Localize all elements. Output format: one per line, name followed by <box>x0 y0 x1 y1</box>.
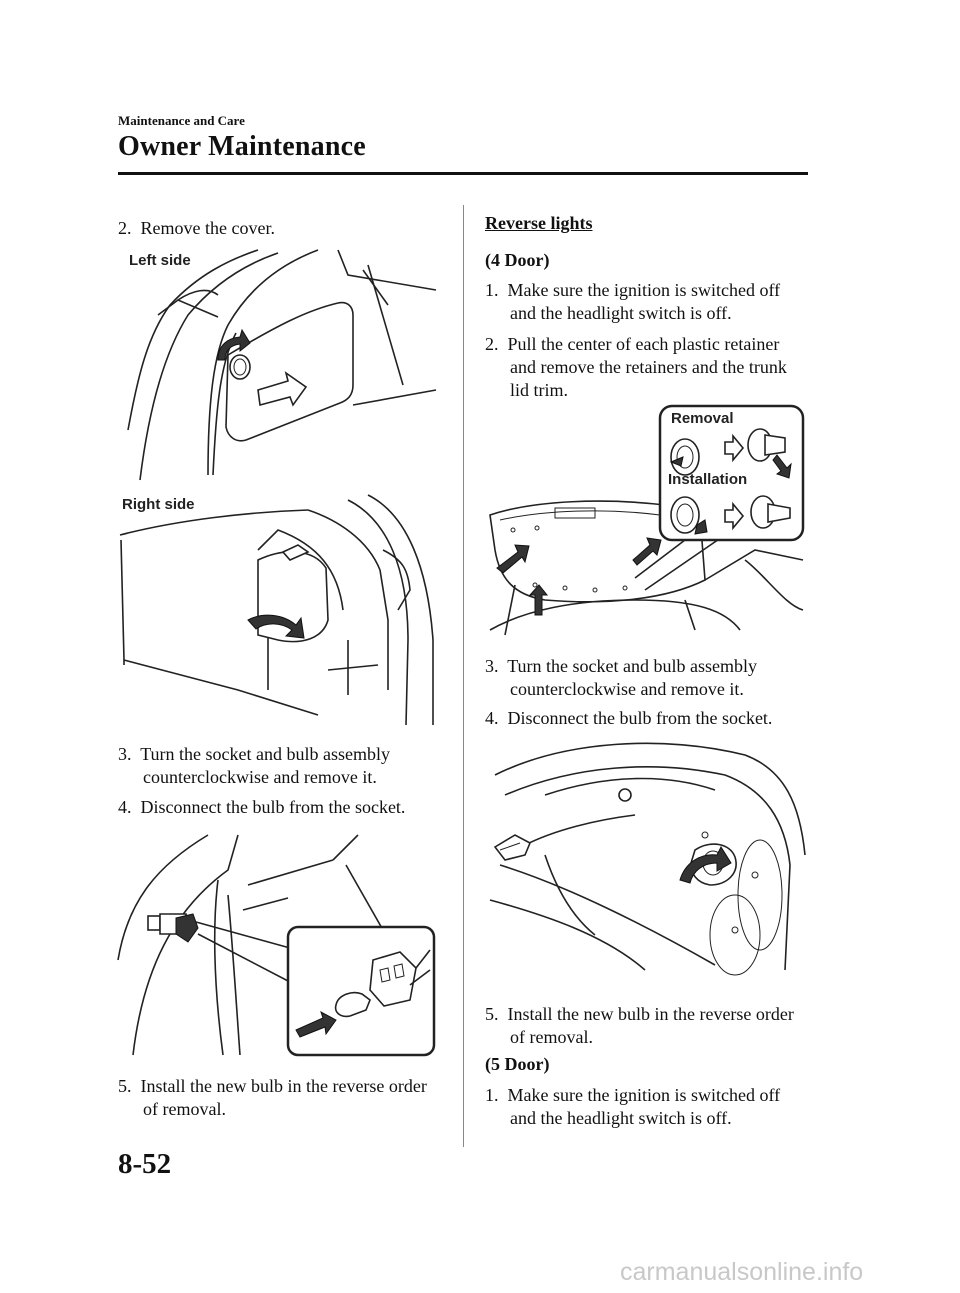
header-rule <box>118 172 808 175</box>
step-text: Make sure the ignition is switched off <box>507 280 781 300</box>
left-step-2: 2. Remove the cover. <box>118 217 458 240</box>
step-text-cont: and the headlight switch is off. <box>510 303 732 323</box>
step-text-cont: lid trim. <box>510 380 568 400</box>
step-text: Turn the socket and bulb assembly <box>140 744 390 764</box>
step-text: Pull the center of each plastic retainer <box>507 334 780 354</box>
step-number: 5. <box>118 1076 132 1096</box>
left-side-cover-illustration <box>127 249 437 481</box>
figure-label-right-side: Right side <box>122 496 195 513</box>
page-number: 8-52 <box>118 1148 172 1180</box>
step-text-cont: of removal. <box>143 1099 226 1119</box>
section-label: Maintenance and Care <box>118 113 245 128</box>
step-number: 2. <box>485 334 499 354</box>
step-text: Remove the cover. <box>140 218 275 238</box>
step-text-cont: and remove the retainers and the trunk <box>510 357 787 377</box>
step-text: Turn the socket and bulb assembly <box>507 656 757 676</box>
figure-label-removal: Removal <box>671 410 734 427</box>
trunk-lid-retainer-illustration <box>489 404 805 636</box>
step-number: 3. <box>485 656 499 676</box>
step-number: 1. <box>485 280 499 300</box>
step-text-cont: of removal. <box>510 1027 593 1047</box>
step-text: Install the new bulb in the reverse orde… <box>140 1076 427 1096</box>
left-step-5: 5. Install the new bulb in the reverse o… <box>118 1075 458 1121</box>
right-side-cover-illustration <box>119 494 434 726</box>
left-step-4: 4. Disconnect the bulb from the socket. <box>118 796 458 819</box>
socket-bulb-illustration <box>117 834 436 1057</box>
column-divider <box>463 205 464 1147</box>
step-text-cont: counterclockwise and remove it. <box>510 679 744 699</box>
step-text: Install the new bulb in the reverse orde… <box>507 1004 794 1024</box>
reverse-light-socket-illustration <box>489 742 806 976</box>
right-step-2: 2. Pull the center of each plastic retai… <box>485 333 825 402</box>
step-number: 3. <box>118 744 132 764</box>
right-step-1b: 1. Make sure the ignition is switched of… <box>485 1084 825 1130</box>
step-number: 2. <box>118 218 132 238</box>
step-text-cont: and the headlight switch is off. <box>510 1108 732 1128</box>
right-step-4: 4. Disconnect the bulb from the socket. <box>485 707 825 730</box>
reverse-lights-heading: Reverse lights <box>485 213 593 233</box>
step-number: 1. <box>485 1085 499 1105</box>
page-title: Owner Maintenance <box>118 131 366 162</box>
step-number: 4. <box>118 797 132 817</box>
step-text: Disconnect the bulb from the socket. <box>140 797 406 817</box>
subheading-4-door: (4 Door) <box>485 250 550 270</box>
right-step-1: 1. Make sure the ignition is switched of… <box>485 279 825 325</box>
subheading-5-door: (5 Door) <box>485 1054 550 1074</box>
right-step-3: 3. Turn the socket and bulb assembly cou… <box>485 655 825 701</box>
right-step-5: 5. Install the new bulb in the reverse o… <box>485 1003 825 1049</box>
step-number: 4. <box>485 708 499 728</box>
figure-label-installation: Installation <box>668 471 748 488</box>
step-text: Make sure the ignition is switched off <box>507 1085 781 1105</box>
step-number: 5. <box>485 1004 499 1024</box>
step-text-cont: counterclockwise and remove it. <box>143 767 377 787</box>
step-text: Disconnect the bulb from the socket. <box>507 708 773 728</box>
figure-label-left-side: Left side <box>129 252 191 269</box>
left-step-3: 3. Turn the socket and bulb assembly cou… <box>118 743 458 789</box>
watermark: carmanualsonline.info <box>620 1258 864 1286</box>
